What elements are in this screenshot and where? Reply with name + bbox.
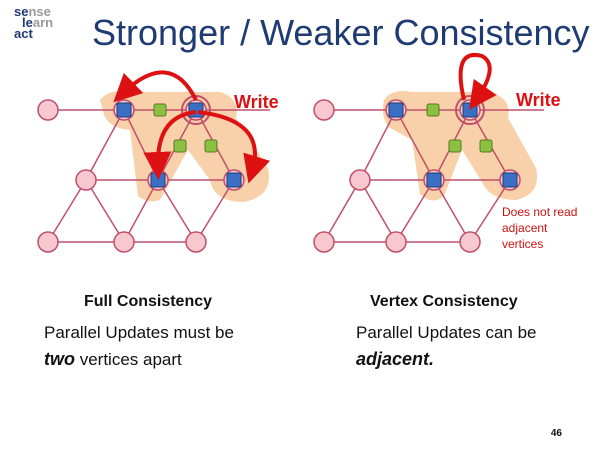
vertex	[313, 99, 335, 121]
edge-data-block	[426, 103, 440, 117]
left-write-arrows	[113, 70, 271, 184]
right-edge-data	[426, 103, 493, 153]
edge-data-block	[153, 103, 167, 117]
left-diagram	[37, 70, 271, 253]
write-arrow	[197, 110, 271, 184]
vertex	[75, 169, 97, 191]
vertex	[459, 231, 481, 253]
full-consistency-heading: Full Consistency	[84, 293, 213, 310]
vertex-data-block	[150, 172, 166, 188]
vertex	[349, 169, 371, 191]
vertex	[113, 231, 135, 253]
edge-data-block	[448, 139, 462, 153]
vertex-data-block	[116, 102, 132, 118]
vertex	[313, 231, 335, 253]
edge-data-block	[204, 139, 218, 153]
vertex	[37, 231, 59, 253]
page-number: 46	[550, 428, 562, 439]
write-arrow	[143, 110, 197, 180]
logo: sense learn act	[14, 4, 54, 41]
vertex-data-block	[188, 102, 204, 118]
vertex	[385, 231, 407, 253]
vertex-consistency-description: Parallel Updates can be adjacent.	[356, 323, 537, 369]
vertex	[185, 231, 207, 253]
edge-data-block	[173, 139, 187, 153]
vertex	[37, 99, 59, 121]
emphasis-adjacent: adjacent.	[356, 349, 435, 369]
vertex-data-block	[462, 102, 478, 118]
vertex-consistency-heading: Vertex Consistency	[370, 293, 518, 310]
edge-data-block	[479, 139, 493, 153]
slide-title: Stronger / Weaker Consistency	[92, 12, 590, 53]
right-write-label: Write	[516, 90, 561, 110]
emphasis-two: two	[44, 349, 75, 369]
consistency-diagram: Write Write	[37, 52, 561, 253]
write-arrow	[113, 70, 198, 103]
full-consistency-description: Parallel Updates must be two vertices ap…	[44, 323, 234, 369]
vertex-data-block	[502, 172, 518, 188]
vertex-data-block	[426, 172, 442, 188]
left-write-label: Write	[234, 92, 279, 112]
self-write-arrow	[458, 52, 497, 110]
does-not-read-note: Does not read adjacent vertices	[502, 205, 578, 251]
left-edge-data	[153, 103, 218, 153]
right-diagram	[313, 52, 544, 253]
vertex-data-block	[226, 172, 242, 188]
vertex-data-block	[388, 102, 404, 118]
